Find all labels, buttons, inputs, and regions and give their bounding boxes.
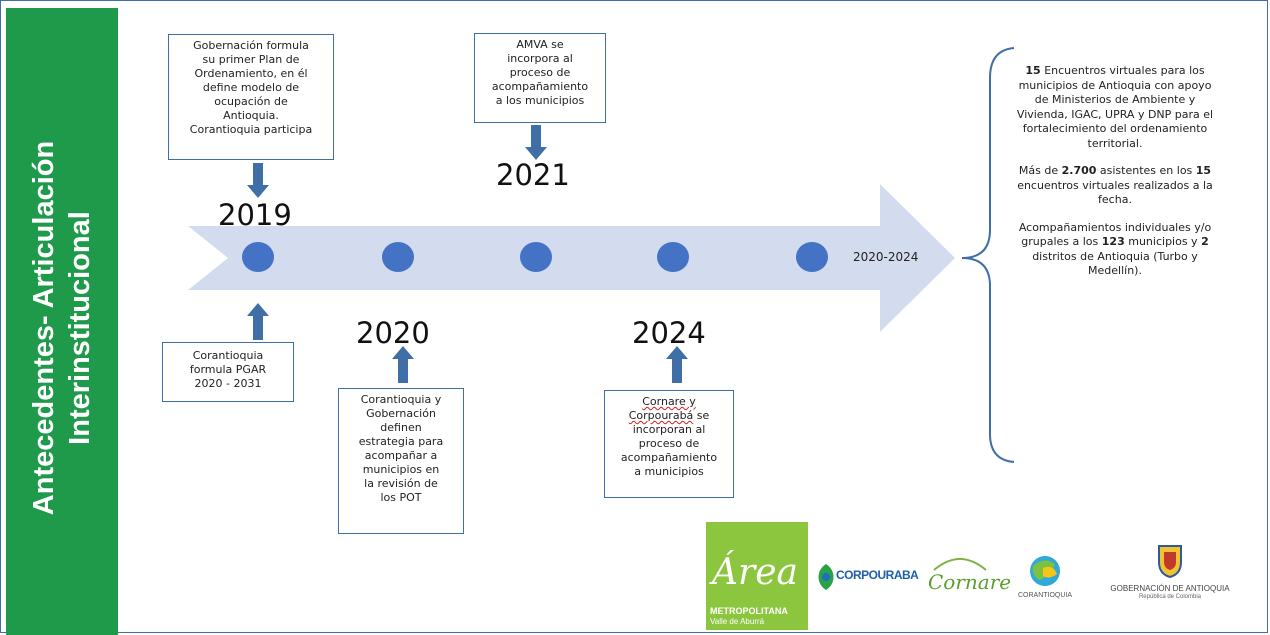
- box-text-line: a municipios: [634, 465, 704, 478]
- box-text-line: define modelo de: [202, 81, 300, 94]
- box-text-line: a los municipios: [495, 94, 585, 107]
- sidebar-band: Antecedentes- Articulación Interinstituc…: [6, 8, 118, 635]
- right-paragraph-asistentes: Más de 2.700 asistentes en los 15 encuen…: [1017, 164, 1213, 206]
- box-text-line: Gobernación: [366, 407, 436, 420]
- logo-corantioquia-text: CORANTIOQUIA: [1017, 592, 1073, 599]
- right-paragraph-encuentros: 15 Encuentros virtuales para los municip…: [1016, 64, 1214, 150]
- box-text-line: Corantioquia participa: [189, 123, 313, 136]
- box-text-line: proceso de: [509, 66, 571, 79]
- box-text-line: los POT: [380, 491, 422, 504]
- box-text-line: AMVA se: [516, 38, 564, 51]
- box-cornare-corpouraba: Cornare y Corpourabá se incorporan al pr…: [604, 390, 734, 498]
- timeline-dot-2: [382, 242, 414, 272]
- box-text-line: proceso de: [638, 437, 700, 450]
- timeline-dot-4: [657, 242, 689, 272]
- year-2020: 2020: [356, 316, 430, 350]
- logo-area-metropolitana: Área METROPOLITANA Valle de Aburrá: [706, 522, 808, 630]
- box-text-line: Gobernación formula: [193, 39, 309, 52]
- logo-corantioquia: CORANTIOQUIA: [1008, 554, 1082, 604]
- year-2024: 2024: [632, 316, 706, 350]
- timeline-arrow: [188, 184, 955, 332]
- box-text-line: formula PGAR: [189, 363, 267, 376]
- arrow-down-2019: [247, 163, 269, 198]
- timeline-dot-1: [242, 242, 274, 272]
- box-text-line: acompañar a: [364, 449, 438, 462]
- arrow-down-2021: [525, 125, 547, 160]
- box-text-line: incorpora al: [507, 52, 573, 65]
- box-pgar: Corantioquia formula PGAR 2020 - 2031: [162, 342, 294, 402]
- box-gobernacion-plan: Gobernación formula su primer Plan de Or…: [168, 34, 334, 160]
- logo-cornare: Cornare: [924, 552, 1011, 608]
- corpouraba-leaf-icon: [818, 564, 834, 590]
- logo-corpouraba-text: CORPOURABA: [836, 568, 919, 582]
- box-text-cornare: Cornare y: [642, 395, 696, 408]
- logo-gobernacion-antioquia: GOBERNACIÓN DE ANTIOQUIA República de Co…: [1100, 544, 1240, 604]
- antioquia-shield-icon: [1158, 545, 1182, 578]
- box-text-line: su primer Plan de: [202, 53, 300, 66]
- box-text-line: definen: [380, 421, 422, 434]
- box-text-line: Antioquia.: [223, 109, 279, 122]
- logo-area-line1: METROPOLITANA: [710, 606, 788, 616]
- box-text-line: municipios en: [362, 463, 440, 476]
- box-text-line: acompañamiento: [491, 80, 589, 93]
- arrow-up-2020: [392, 346, 414, 383]
- box-text-line: Corantioquia: [192, 349, 264, 362]
- box-text-line: se: [693, 409, 710, 422]
- year-2019: 2019: [218, 198, 292, 232]
- arrow-up-2024: [666, 346, 688, 383]
- logo-cornare-text: Cornare: [928, 570, 1012, 594]
- logo-corpouraba: CORPOURABA: [814, 560, 919, 600]
- right-panel-text: 15 Encuentros virtuales para los municip…: [1010, 64, 1220, 292]
- arrow-up-pgar: [247, 303, 269, 340]
- right-paragraph-acompanamientos: Acompañamientos individuales y/o grupale…: [1018, 220, 1212, 278]
- logo-area-script: Área: [712, 552, 798, 593]
- right-brace: [961, 47, 1015, 463]
- box-text-line: estrategia para: [358, 435, 444, 448]
- box-text-line: 2020 - 2031: [194, 377, 262, 390]
- logo-area-line2: Valle de Aburrá: [710, 617, 765, 626]
- logo-gobernacion-line2: República de Colombia: [1138, 594, 1202, 600]
- logo-gobernacion-line1: GOBERNACIÓN DE ANTIOQUIA: [1110, 584, 1230, 593]
- corantioquia-globe-icon: [1030, 556, 1060, 586]
- box-text-line: Corantioquia y: [360, 393, 442, 406]
- year-2021: 2021: [496, 158, 570, 192]
- timeline-dot-3: [520, 242, 552, 272]
- box-text-line: ocupación de: [214, 95, 288, 108]
- box-text-corpouraba: Corpourabá: [628, 409, 694, 422]
- box-text-line: la revisión de: [364, 477, 438, 490]
- box-text-line: Ordenamiento, en él: [194, 67, 308, 80]
- cornare-arc-icon: [933, 558, 987, 571]
- year-range-label: 2020-2024: [853, 250, 919, 264]
- box-estrategia-pot: Corantioquia y Gobernación definen estra…: [338, 388, 464, 534]
- box-amva: AMVA se incorpora al proceso de acompaña…: [474, 33, 606, 123]
- box-text-line: acompañamiento: [620, 451, 718, 464]
- box-text-line: incorporan al: [632, 423, 706, 436]
- timeline-dot-5: [796, 242, 828, 272]
